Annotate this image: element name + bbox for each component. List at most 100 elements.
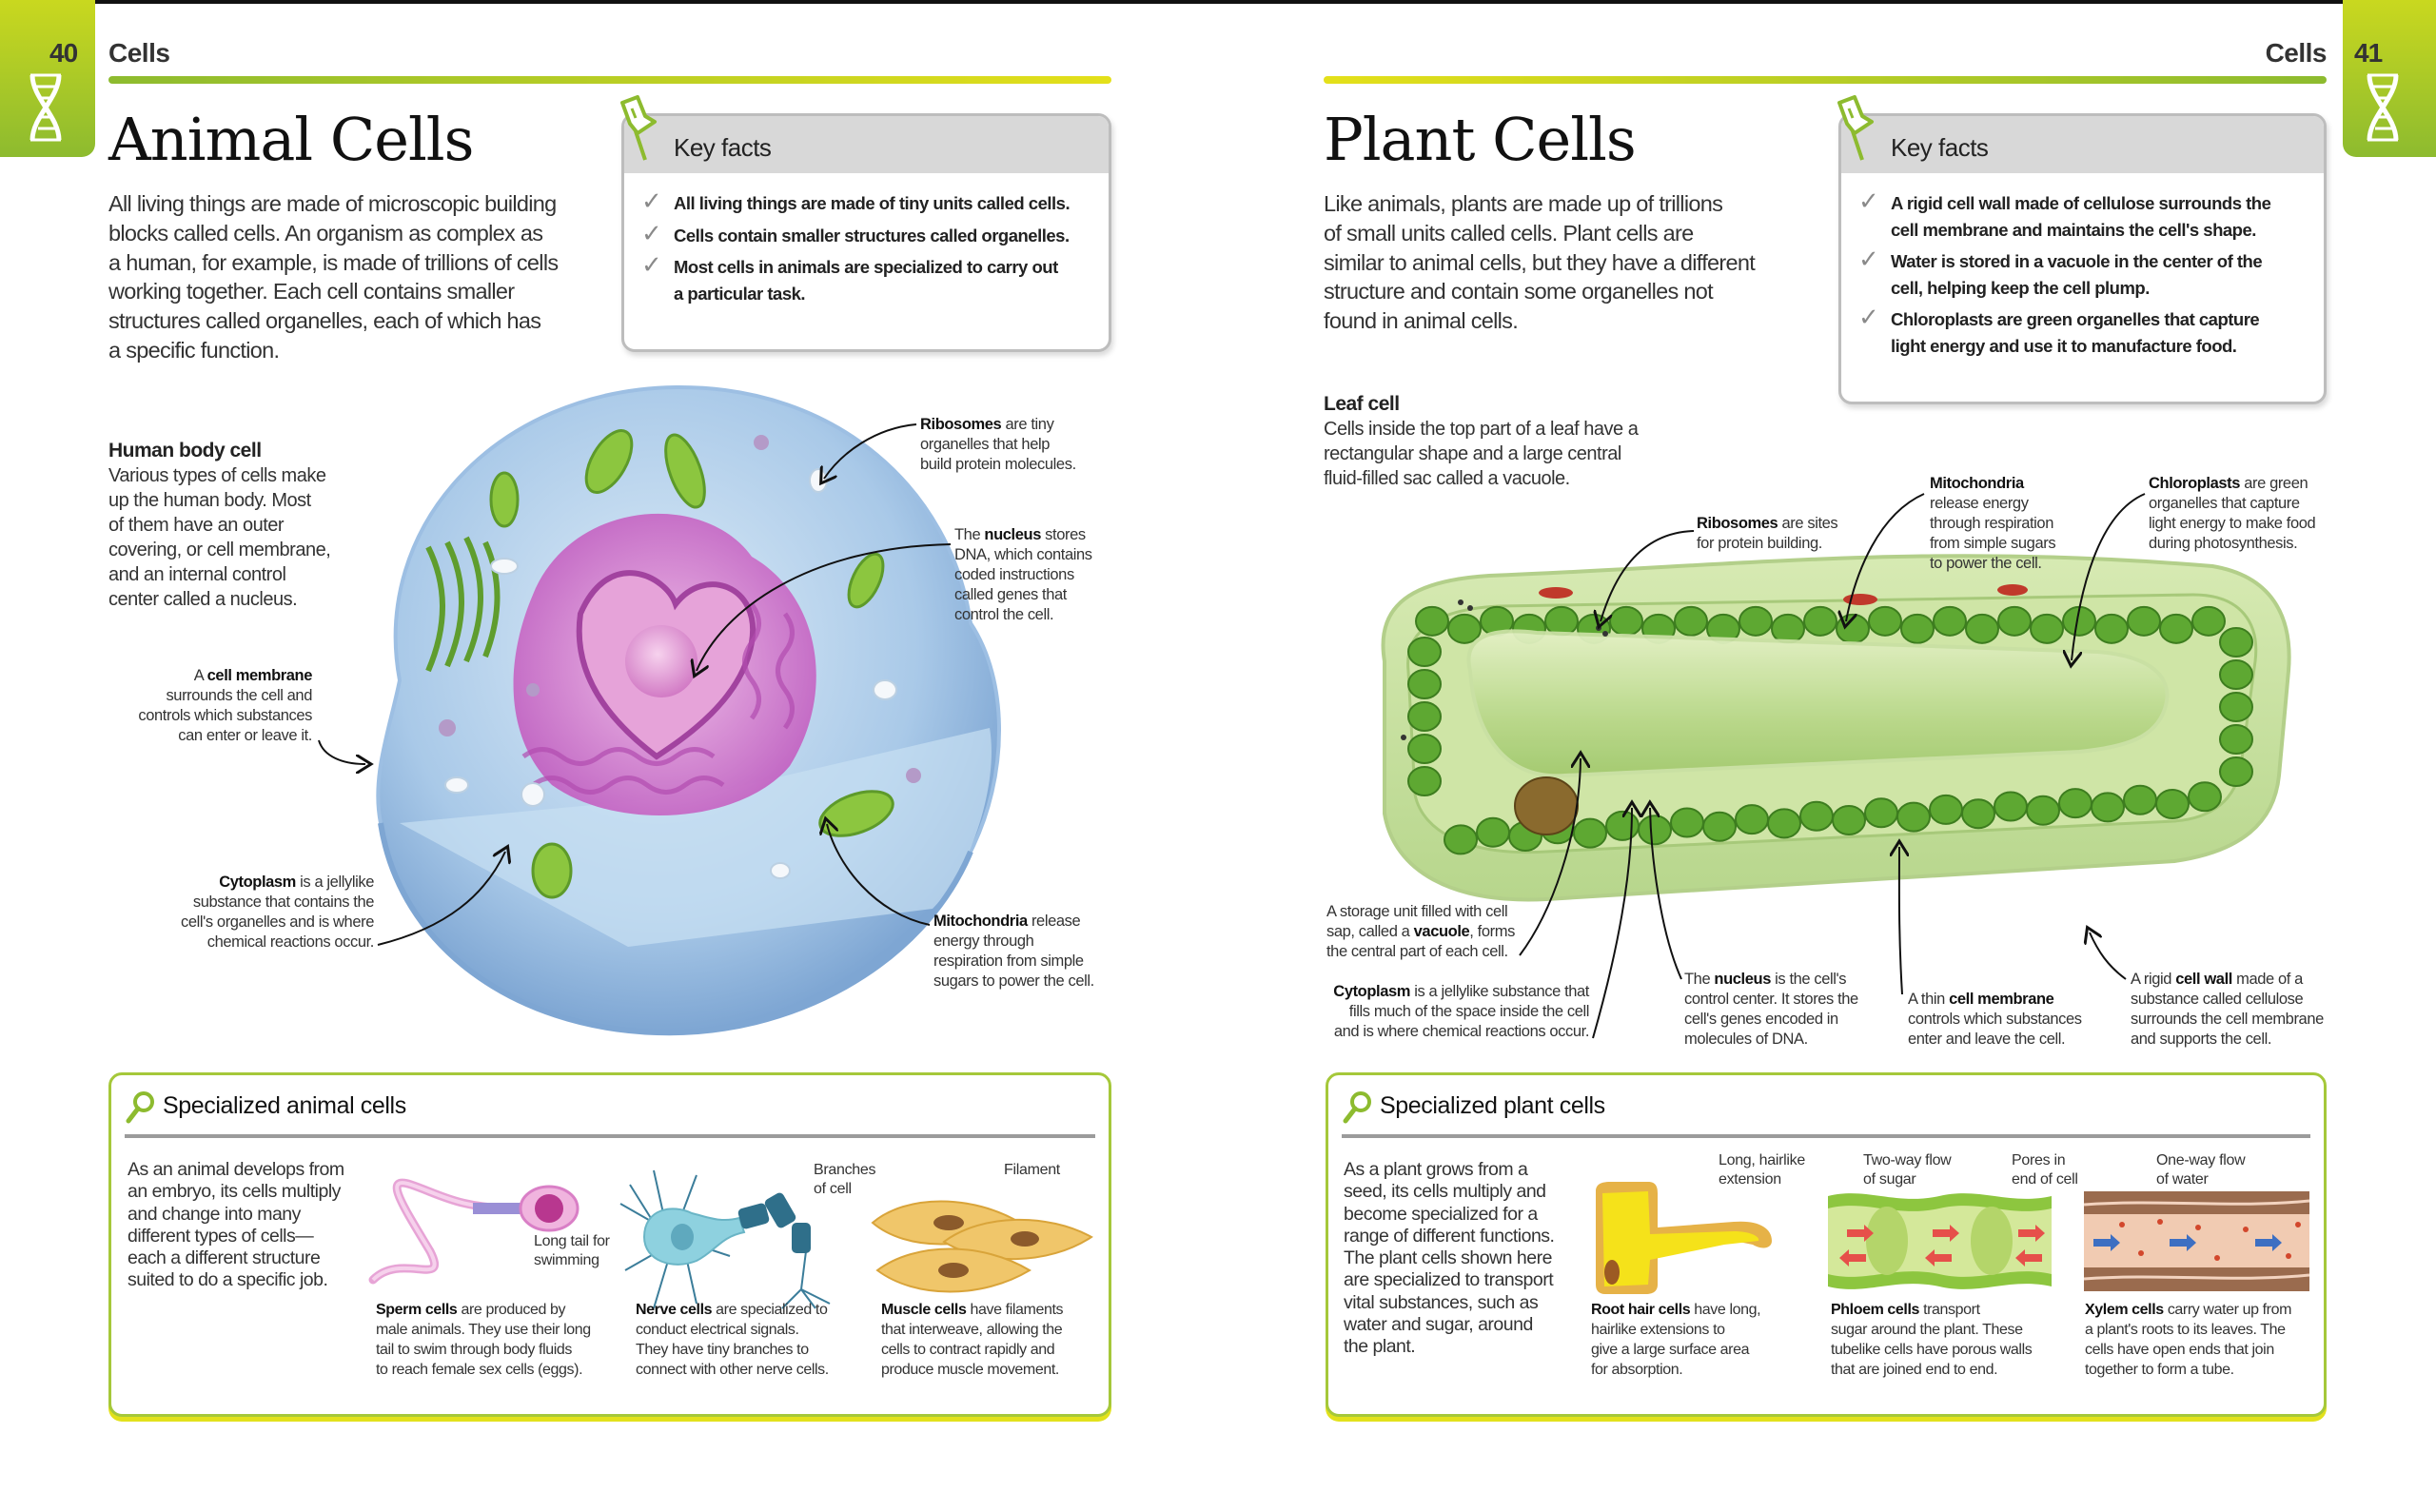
chloroplast bbox=[2219, 627, 2253, 658]
header-bar bbox=[108, 76, 1111, 84]
page-title: Plant Cells bbox=[1324, 105, 1637, 174]
check-icon: ✓ bbox=[641, 250, 662, 279]
callout-branches: Branches of cell bbox=[814, 1162, 876, 1197]
chloroplast bbox=[1803, 605, 1837, 637]
chloroplast bbox=[1638, 815, 1672, 846]
diagram-heading: Human body cell bbox=[108, 440, 262, 461]
dna-icon bbox=[2367, 73, 2399, 142]
chloroplast bbox=[2062, 605, 2096, 637]
key-facts-box: Key facts ✓All living things are made of… bbox=[621, 113, 1111, 352]
chloroplast bbox=[1407, 669, 1442, 699]
plant-cell-illustration bbox=[1381, 554, 2291, 902]
label-mitochondria: Mitochondria release energy through resp… bbox=[933, 913, 1094, 990]
chloroplast bbox=[1961, 798, 1995, 830]
pushpin-icon bbox=[1837, 95, 1874, 161]
label-cytoplasm: Cytoplasm is a jellylike substance that … bbox=[180, 874, 374, 951]
key-fact-item: ✓Chloroplasts are green organelles that … bbox=[1858, 303, 2260, 356]
key-facts-title: Key facts bbox=[1891, 133, 1989, 162]
chloroplast bbox=[1573, 817, 1607, 849]
chloroplast bbox=[2191, 605, 2226, 637]
chloroplast bbox=[2188, 781, 2222, 813]
intro-paragraph: All living things are made of microscopi… bbox=[108, 191, 559, 363]
caption-phloem-cells: Phloem cells transport sugar around the … bbox=[1831, 1302, 2033, 1378]
dna-icon bbox=[29, 73, 62, 142]
key-facts-box: Key facts ✓A rigid cell wall made of cel… bbox=[1838, 113, 2327, 404]
chloroplast bbox=[1444, 824, 1478, 855]
chloroplast bbox=[1415, 605, 1449, 637]
chloroplast bbox=[1476, 816, 1510, 848]
key-facts-list: ✓A rigid cell wall made of cellulose sur… bbox=[1841, 173, 2324, 359]
diagram-description: Various types of cells make up the human… bbox=[108, 465, 331, 610]
chloroplast bbox=[1836, 613, 1870, 644]
chloroplast bbox=[1832, 805, 1866, 836]
chloroplast bbox=[1994, 791, 2028, 822]
label-nucleus: The nucleus stores DNA, which contains c… bbox=[954, 526, 1092, 623]
callout-filament: Filament bbox=[1004, 1162, 1060, 1178]
specialized-intro: As an animal develops from an embryo, it… bbox=[128, 1159, 344, 1291]
diagram-description: Cells inside the top part of a leaf have… bbox=[1324, 419, 1639, 489]
label-vacuole: A storage unit filled with cell sap, cal… bbox=[1326, 903, 1515, 960]
chloroplast bbox=[2219, 692, 2253, 722]
key-fact-item: ✓All living things are made of tiny unit… bbox=[641, 187, 1071, 215]
pushpin-icon bbox=[620, 95, 657, 161]
label-cell-membrane: A thin cell membrane controls which subs… bbox=[1908, 991, 2082, 1048]
chloroplast bbox=[2155, 789, 2190, 820]
page-tab-left bbox=[0, 0, 95, 157]
caption-nerve-cells: Nerve cells are specialized to conduct e… bbox=[636, 1302, 829, 1378]
key-fact-item: ✓Cells contain smaller structures called… bbox=[641, 218, 1070, 247]
chloroplast bbox=[1609, 605, 1643, 637]
chloroplast bbox=[1929, 794, 1963, 825]
animal-cell-illustration bbox=[376, 384, 1001, 1036]
caption-sperm-cells: Sperm cells are produced by male animals… bbox=[376, 1302, 591, 1378]
specialized-plant-cells-box: Specialized plant cells As a plant grows… bbox=[1326, 1072, 2327, 1417]
chloroplast bbox=[2123, 784, 2157, 815]
divider bbox=[125, 1134, 1095, 1138]
chloroplast bbox=[1670, 807, 1704, 838]
xylem-cell-illustration bbox=[2084, 1191, 2309, 1291]
chloroplast bbox=[2127, 605, 2161, 637]
chloroplast bbox=[2058, 788, 2092, 819]
key-facts-list: ✓All living things are made of tiny unit… bbox=[624, 173, 1109, 306]
chloroplast bbox=[1900, 613, 1935, 644]
chloroplast bbox=[1767, 808, 1801, 839]
chloroplast bbox=[1997, 605, 2032, 637]
label-nucleus: The nucleus is the cell's control center… bbox=[1684, 971, 1858, 1048]
key-fact-item: ✓Water is stored in a vacuole in the cen… bbox=[1858, 245, 2263, 298]
chloroplast bbox=[2219, 724, 2253, 755]
chloroplast bbox=[2159, 613, 2193, 644]
chloroplast bbox=[2026, 795, 2060, 826]
check-icon: ✓ bbox=[1858, 187, 1879, 215]
root-hair-cell-illustration bbox=[1596, 1182, 1772, 1294]
chloroplast bbox=[1407, 766, 1442, 796]
caption-root-hair-cells: Root hair cells have long, hairlike exte… bbox=[1591, 1302, 1761, 1378]
magnifier-icon bbox=[1343, 1091, 1371, 1124]
chloroplast bbox=[1739, 605, 1773, 637]
label-cytoplasm: Cytoplasm is a jellylike substance that … bbox=[1333, 983, 1589, 1040]
callout-sperm-tail: Long tail for swimming bbox=[534, 1233, 610, 1268]
label-ribosomes: Ribosomes are tiny organelles that help … bbox=[920, 416, 1076, 473]
running-head: Cells bbox=[108, 38, 170, 68]
chloroplast bbox=[1771, 613, 1805, 644]
callout-pores: Pores in end of cell bbox=[2012, 1152, 2078, 1188]
running-head: Cells bbox=[2265, 38, 2328, 68]
caption-muscle-cells: Muscle cells have filaments that interwe… bbox=[881, 1302, 1064, 1378]
label-mitochondria: Mitochondria release energy through resp… bbox=[1930, 475, 2056, 572]
key-facts-title: Key facts bbox=[674, 133, 772, 162]
muscle-cell-illustration bbox=[871, 1200, 1093, 1293]
chloroplast bbox=[1864, 797, 1898, 829]
diagram-heading: Leaf cell bbox=[1324, 393, 1400, 415]
chloroplast bbox=[2219, 756, 2253, 787]
phloem-cell-illustration bbox=[1828, 1193, 2052, 1289]
specialized-title: Specialized plant cells bbox=[1380, 1092, 1605, 1119]
leader-line bbox=[2090, 933, 2127, 980]
chloroplast bbox=[1965, 613, 1999, 644]
key-fact-item: ✓A rigid cell wall made of cellulose sur… bbox=[1858, 187, 2271, 240]
chloroplast bbox=[1407, 637, 1442, 667]
chloroplast bbox=[1447, 613, 1482, 644]
callout-two-way-flow: Two-way flow of sugar bbox=[1863, 1152, 1952, 1188]
page-border bbox=[0, 0, 2436, 4]
chloroplast bbox=[1735, 804, 1769, 835]
page-title: Animal Cells bbox=[108, 105, 474, 174]
specialized-intro: As a plant grows from a seed, its cells … bbox=[1344, 1159, 1555, 1358]
nerve-cell-illustration bbox=[619, 1169, 831, 1309]
